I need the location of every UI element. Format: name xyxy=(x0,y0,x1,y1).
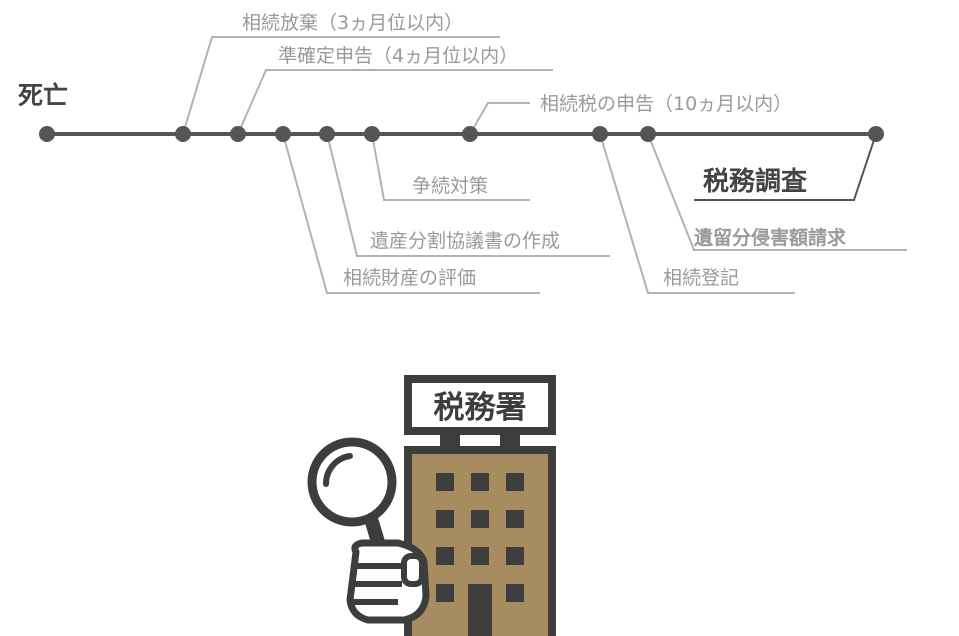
leader-quasi-return xyxy=(237,69,553,135)
window xyxy=(471,547,489,565)
window xyxy=(506,547,524,565)
dot-tax-audit xyxy=(868,126,884,142)
leader-dispute-measures xyxy=(371,133,530,201)
leader-tax-return xyxy=(469,102,530,135)
label-quasi-return: 準確定申告（4ヵ月位以内） xyxy=(278,45,518,67)
window xyxy=(436,547,454,565)
dot-quasi-return xyxy=(230,126,246,142)
building-windows xyxy=(436,473,524,602)
dot-death xyxy=(39,126,55,142)
window xyxy=(506,510,524,528)
label-registration: 相続登記 xyxy=(663,267,739,289)
leader-asset-valuation xyxy=(282,133,540,294)
label-tax-return: 相続税の申告（10ヵ月以内） xyxy=(540,93,792,115)
hand-icon xyxy=(346,539,430,624)
dot-reserved-share xyxy=(640,126,656,142)
window xyxy=(471,473,489,491)
window xyxy=(471,510,489,528)
hand-thumb xyxy=(401,553,425,587)
dot-registration xyxy=(592,126,608,142)
building-door xyxy=(468,584,492,636)
window xyxy=(506,473,524,491)
label-division-agreement: 遺産分割協議書の作成 xyxy=(370,230,560,252)
window xyxy=(436,473,454,491)
dot-asset-valuation xyxy=(275,126,291,142)
leader-registration xyxy=(599,133,795,294)
timeline-dots xyxy=(39,126,884,142)
building-sign-text: 税務署 xyxy=(434,390,527,426)
window xyxy=(506,584,524,602)
label-reserved-share: 遺留分侵害額請求 xyxy=(694,226,847,249)
leader-tax-audit xyxy=(694,133,877,201)
label-tax-audit: 税務調査 xyxy=(703,166,807,197)
leader-reserved-share xyxy=(647,133,907,251)
label-dispute-measures: 争続対策 xyxy=(412,175,488,197)
tax-office-building-icon: 税務署 xyxy=(404,375,556,636)
sign-connector-left xyxy=(440,435,460,447)
label-asset-valuation: 相続財産の評価 xyxy=(343,267,476,289)
magnifier-glint xyxy=(322,453,353,487)
dot-dispute-measures xyxy=(364,126,380,142)
window xyxy=(436,510,454,528)
dot-renunciation xyxy=(175,126,191,142)
hand-knuckles xyxy=(350,563,404,605)
dot-division-agreement xyxy=(319,126,335,142)
leader-division-agreement xyxy=(326,133,610,257)
dot-tax-return xyxy=(462,126,478,142)
leader-renunciation xyxy=(182,36,500,135)
sign-connector-right xyxy=(500,435,520,447)
building-sign-panel xyxy=(412,383,548,427)
label-renunciation: 相続放棄（3ヵ月位以内） xyxy=(242,12,463,34)
start-label: 死亡 xyxy=(18,81,68,110)
window xyxy=(436,584,454,602)
